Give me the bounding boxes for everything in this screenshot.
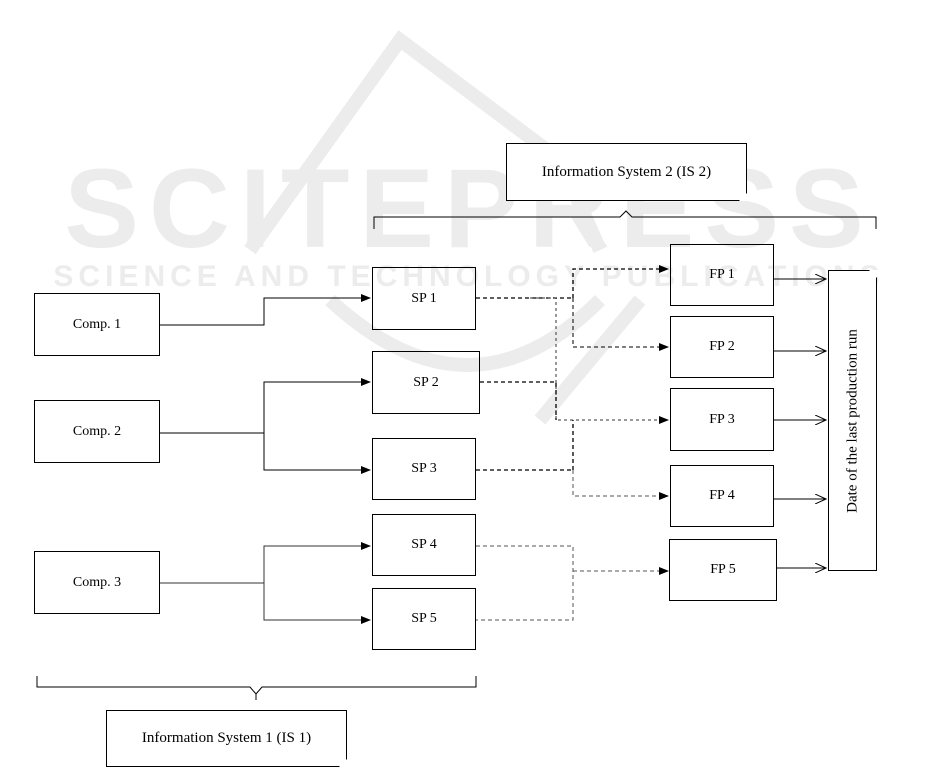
- sp-box-5: SP 5: [372, 588, 476, 650]
- component-label-2: Comp. 2: [73, 425, 121, 439]
- is2-label: Information System 2 (IS 2): [542, 164, 711, 181]
- edge-comp3-sp4: [264, 546, 370, 583]
- component-label-3: Comp. 3: [73, 576, 121, 590]
- sp-box-2: SP 2: [372, 351, 480, 414]
- component-box-2: Comp. 2: [34, 400, 160, 463]
- component-label-1: Comp. 1: [73, 318, 121, 332]
- fp-label-3: FP 3: [709, 413, 735, 427]
- is1-label-box: Information System 1 (IS 1): [106, 710, 347, 767]
- edge-sp3-fp4: [573, 470, 668, 496]
- sp-box-4: SP 4: [372, 514, 476, 576]
- date-label: Date of the last production run: [844, 329, 861, 513]
- edge-sp1-fp2: [573, 298, 668, 347]
- edge-sp1-fp3: [530, 298, 668, 420]
- fp-box-5: FP 5: [669, 539, 777, 601]
- component-box-3: Comp. 3: [34, 551, 160, 614]
- fp-box-1: FP 1: [670, 244, 774, 306]
- fp-label-5: FP 5: [710, 563, 736, 577]
- sp-label-4: SP 4: [411, 538, 437, 552]
- edge-sp1-fp1: [573, 269, 668, 298]
- edge-comp3-sp5: [264, 583, 370, 620]
- edge-comp2-sp3: [264, 433, 370, 470]
- fp-label-4: FP 4: [709, 489, 735, 503]
- fp-label-1: FP 1: [709, 268, 735, 282]
- date-box: Date of the last production run: [828, 270, 877, 571]
- date-fold: [869, 270, 877, 278]
- sp-label-1: SP 1: [411, 292, 437, 306]
- fp-box-3: FP 3: [670, 388, 774, 451]
- fp-box-4: FP 4: [670, 465, 774, 527]
- is2-fold: [739, 193, 747, 201]
- fp-label-2: FP 2: [709, 340, 735, 354]
- sp-box-1: SP 1: [372, 267, 476, 330]
- sp-box-3: SP 3: [372, 438, 476, 500]
- component-box-1: Comp. 1: [34, 293, 160, 356]
- sp-label-2: SP 2: [413, 376, 439, 390]
- edge-comp2-sp2: [264, 382, 370, 433]
- edge-comp1-sp1: [160, 298, 370, 325]
- sp-label-5: SP 5: [411, 612, 437, 626]
- sp-label-3: SP 3: [411, 462, 437, 476]
- fp-box-2: FP 2: [670, 316, 774, 378]
- is1-label: Information System 1 (IS 1): [142, 730, 311, 747]
- is2-label-box: Information System 2 (IS 2): [506, 143, 747, 201]
- is1-fold: [339, 759, 347, 767]
- is2-brace: [374, 211, 876, 229]
- is1-brace: [37, 676, 476, 694]
- edge-sp4-bus: [476, 546, 573, 620]
- edge-sp2-fp3: [480, 382, 556, 420]
